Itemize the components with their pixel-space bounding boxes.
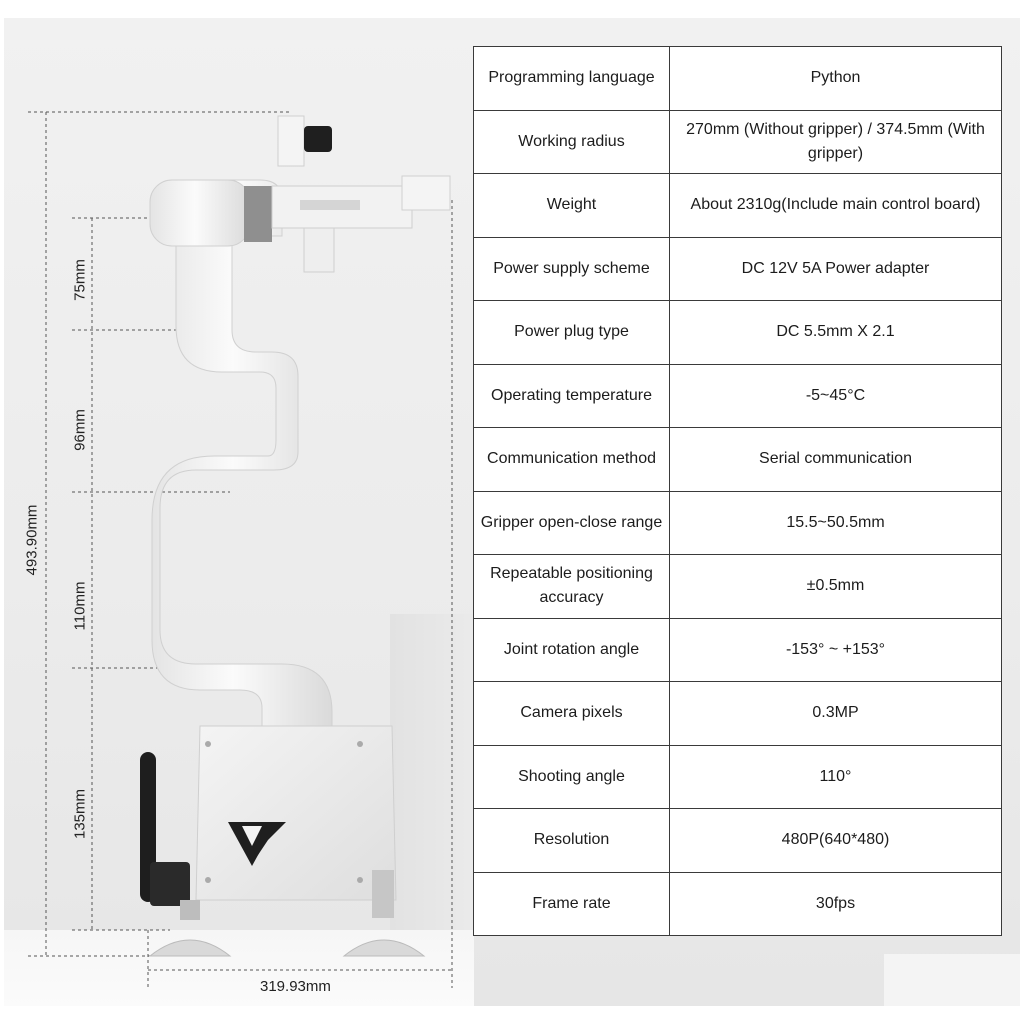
spec-value: ±0.5mm — [669, 554, 1002, 619]
spec-label: Operating temperature — [473, 363, 670, 428]
spec-value: 270mm (Without gripper) / 374.5mm (With … — [669, 109, 1002, 174]
spec-label: Power supply scheme — [473, 236, 670, 301]
spec-label: Gripper open-close range — [473, 490, 670, 555]
spec-label: Shooting angle — [473, 744, 670, 809]
base-width-label: 319.93mm — [260, 978, 331, 995]
table-row: Repeatable positioning accuracy±0.5mm — [473, 554, 1002, 619]
spec-label: Repeatable positioning accuracy — [473, 554, 670, 619]
spec-value: 480P(640*480) — [669, 808, 1002, 873]
segment-2-label: 96mm — [71, 409, 89, 451]
segment-3-label: 110mm — [71, 581, 89, 631]
spec-label: Working radius — [473, 109, 670, 174]
spec-label: Communication method — [473, 427, 670, 492]
spec-label: Joint rotation angle — [473, 617, 670, 682]
total-height-label: 493.90mm — [23, 504, 41, 576]
spec-value: 0.3MP — [669, 681, 1002, 746]
table-row: Operating temperature-5~45°C — [473, 363, 1002, 428]
spec-label: Weight — [473, 173, 670, 238]
spec-value: 30fps — [669, 871, 1002, 936]
table-row: Joint rotation angle-153° ~ +153° — [473, 617, 1002, 682]
spec-label: Resolution — [473, 808, 670, 873]
spec-value: 110° — [669, 744, 1002, 809]
spec-label: Power plug type — [473, 300, 670, 365]
segment-4-label: 135mm — [71, 788, 89, 840]
base-box — [195, 725, 397, 901]
spec-label: Programming language — [473, 46, 670, 111]
floor-surface-right — [884, 954, 1020, 1006]
robot-arm — [149, 179, 333, 727]
spec-value: 15.5~50.5mm — [669, 490, 1002, 555]
segment-1-label: 75mm — [71, 259, 89, 301]
dimension-lines — [28, 111, 453, 988]
spec-value: DC 12V 5A Power adapter — [669, 236, 1002, 301]
spec-label: Frame rate — [473, 871, 670, 936]
spec-value: Serial communication — [669, 427, 1002, 492]
spec-value: -153° ~ +153° — [669, 617, 1002, 682]
suction-feet — [148, 870, 426, 957]
spec-value: DC 5.5mm X 2.1 — [669, 300, 1002, 365]
background-pedestal — [390, 614, 480, 930]
spec-label: Camera pixels — [473, 681, 670, 746]
spec-value: -5~45°C — [669, 363, 1002, 428]
camera — [277, 115, 332, 167]
spec-value: Python — [669, 46, 1002, 111]
spec-value: About 2310g(Include main control board) — [669, 173, 1002, 238]
gripper — [271, 175, 451, 273]
